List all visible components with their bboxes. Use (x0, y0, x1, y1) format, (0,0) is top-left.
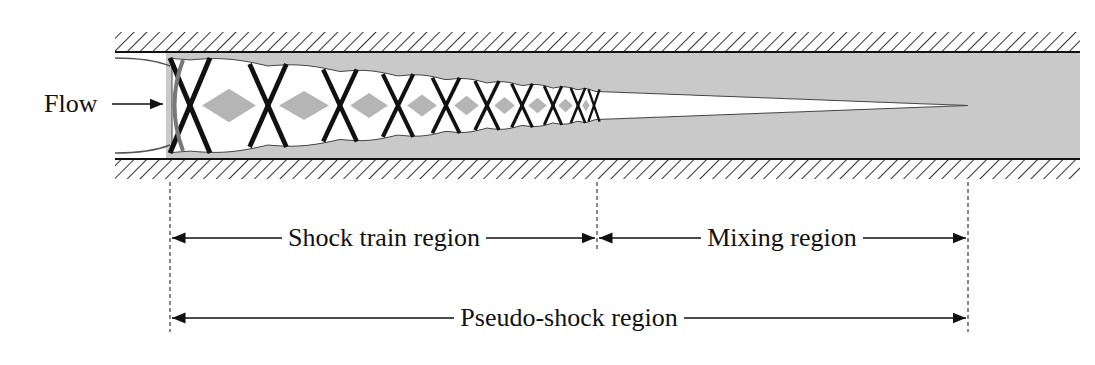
oblique-shock (588, 89, 599, 121)
expansion-fan (528, 98, 547, 113)
expansion-fan (350, 93, 388, 118)
leading-shock (175, 60, 184, 151)
oblique-shock (383, 74, 413, 137)
expansion-fan (407, 94, 437, 116)
expansion-fan (454, 96, 479, 115)
oblique-shock (432, 78, 459, 133)
oblique-shock (475, 81, 499, 130)
wall-line (115, 51, 1080, 53)
boundary-layer (115, 58, 170, 153)
subsonic-region (166, 53, 1080, 158)
wall-line (115, 158, 1080, 160)
oblique-shock (571, 88, 585, 123)
oblique-shock (544, 86, 562, 125)
oblique-shock (170, 58, 210, 153)
region-label: Shock train region (282, 223, 486, 253)
oblique-shock (250, 64, 287, 147)
region-label: Pseudo-shock region (454, 303, 683, 333)
oblique-shock (544, 86, 562, 125)
oblique-shock (323, 70, 357, 142)
expansion-fan (202, 89, 256, 122)
flow-label: Flow (38, 89, 103, 119)
flow-arrow (112, 103, 163, 105)
upper-wall (115, 32, 1080, 52)
expansion-fan (494, 97, 515, 114)
supersonic-core (172, 59, 968, 153)
expansion-fan (558, 99, 572, 113)
region-boundaries (170, 182, 968, 332)
lower-wall (115, 159, 1080, 179)
oblique-shock (250, 64, 287, 147)
oblique-shock (588, 89, 599, 121)
oblique-shock (383, 74, 413, 137)
oblique-shock (512, 84, 533, 128)
expansion-fan (279, 91, 329, 120)
core-outline (172, 59, 968, 153)
oblique-shock (432, 78, 459, 133)
region-label: Mixing region (701, 223, 863, 253)
oblique-shock (571, 88, 585, 123)
shock-train (170, 58, 600, 153)
expansion-fan (582, 99, 589, 111)
oblique-shock (475, 81, 499, 130)
oblique-shock (323, 70, 357, 142)
oblique-shock (170, 58, 210, 153)
oblique-shock (512, 84, 533, 128)
